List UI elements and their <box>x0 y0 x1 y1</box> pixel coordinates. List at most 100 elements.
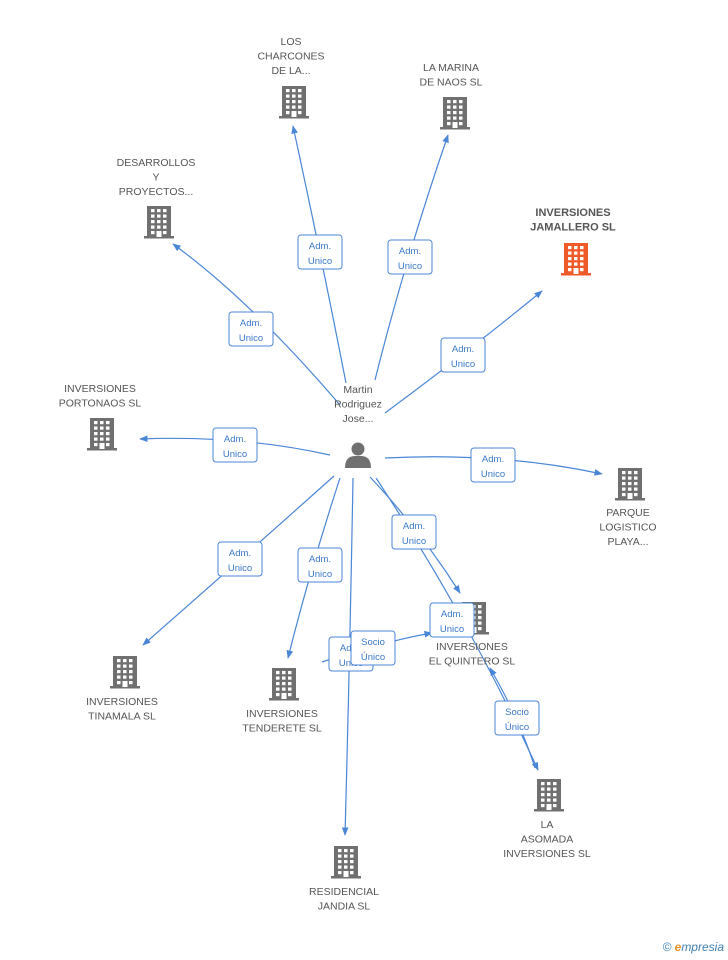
building-window <box>628 487 632 491</box>
building-window <box>634 471 638 475</box>
building-window <box>276 693 280 697</box>
building-window <box>129 681 133 685</box>
empresia-logo[interactable]: ©empresia <box>663 940 724 954</box>
building-icon[interactable] <box>534 779 564 812</box>
relation-badge-text: Adm. <box>399 246 421 257</box>
relation-badge[interactable]: Adm. Unico <box>440 337 486 373</box>
building-window <box>350 865 354 869</box>
building-door <box>573 268 579 274</box>
company-name: CHARCONES <box>257 51 324 63</box>
building-window <box>447 105 451 109</box>
relation-badge-text: Unico <box>398 261 422 272</box>
building-window <box>106 443 110 447</box>
logo-initial: e <box>674 940 682 954</box>
building-window <box>129 670 133 674</box>
relation-badge-box <box>217 541 263 577</box>
building-window <box>117 659 121 663</box>
building-window <box>459 111 463 115</box>
building-door <box>99 443 105 449</box>
company-name: ASOMADA <box>521 834 574 846</box>
relation-badge[interactable]: Adm.Unico <box>217 541 263 577</box>
relation-badge-text: Adm. <box>452 344 474 355</box>
building-window <box>288 693 292 697</box>
relation-badge[interactable]: Adm.Unico <box>429 602 475 638</box>
person-head <box>351 442 365 456</box>
building-window <box>286 89 290 93</box>
relation-badge[interactable]: Adm. Unico <box>387 239 433 275</box>
building-icon[interactable] <box>561 243 591 276</box>
company-name: DESARROLLOS <box>117 157 196 169</box>
relation-badge-text: Adm. <box>309 554 331 565</box>
company-name: INVERSIONES <box>64 383 136 395</box>
building-window <box>276 676 280 680</box>
building-window <box>453 105 457 109</box>
building-window <box>94 437 98 441</box>
building-window <box>447 100 451 104</box>
company-name: LOGISTICO <box>599 522 656 534</box>
building-icon[interactable] <box>615 468 645 501</box>
logo-text: mpresia <box>681 940 724 954</box>
company-name: JAMALLERO SL <box>530 222 616 234</box>
building-icon[interactable] <box>87 418 117 451</box>
relation-badge-box <box>494 700 540 736</box>
relation-badge[interactable]: Adm.Unico <box>228 311 274 347</box>
building-window <box>117 670 121 674</box>
building-window <box>157 225 161 229</box>
building-icon[interactable] <box>279 86 309 119</box>
relation-badge-box <box>429 602 475 638</box>
building-window <box>634 487 638 491</box>
building-window <box>292 89 296 93</box>
building-window <box>459 122 463 126</box>
building-window <box>151 220 155 224</box>
building-icon[interactable] <box>331 846 361 879</box>
building-window <box>123 664 127 668</box>
relation-badge[interactable]: Adm.Unico <box>391 514 437 550</box>
relation-badge[interactable]: Adm.Unico <box>470 447 516 483</box>
building-window <box>447 111 451 115</box>
building-window <box>117 675 121 679</box>
relation-badge-text: Adm. <box>240 318 262 329</box>
building-window <box>338 854 342 858</box>
relation-badge-text: Adm. <box>441 609 463 620</box>
building-icon[interactable] <box>110 656 140 689</box>
relation-badge[interactable]: Adm.Unico <box>297 547 343 583</box>
building-window <box>151 225 155 229</box>
building-base <box>110 686 140 689</box>
relation-badge-box <box>391 514 437 550</box>
relation-badge-box <box>440 337 486 373</box>
building-window <box>553 798 557 802</box>
building-window <box>628 471 632 475</box>
building-icon[interactable] <box>269 668 299 701</box>
building-window <box>547 793 551 797</box>
building-window <box>298 89 302 93</box>
company-name: Y <box>152 172 159 184</box>
company-name: PLAYA... <box>607 536 648 548</box>
relation-badge-text: Adm. <box>224 434 246 445</box>
relation-badge[interactable]: Adm.Unico <box>212 427 258 463</box>
building-icon[interactable] <box>440 97 470 130</box>
building-window <box>541 793 545 797</box>
building-window <box>547 798 551 802</box>
building-window <box>453 100 457 104</box>
building-base <box>615 498 645 501</box>
building-window <box>580 268 584 272</box>
relation-badge-text: Socio <box>361 637 385 648</box>
building-window <box>580 246 584 250</box>
company-name: EL QUINTERO SL <box>429 656 516 668</box>
relation-badge[interactable]: Adm.Unico <box>297 234 343 270</box>
building-window <box>292 94 296 98</box>
copyright-symbol: © <box>662 940 672 954</box>
person-icon[interactable] <box>345 442 371 469</box>
building-door <box>281 693 287 699</box>
relation-badge-box <box>297 234 343 270</box>
building-window <box>117 664 121 668</box>
building-window <box>94 426 98 430</box>
company-name: INVERSIONES <box>436 641 508 653</box>
building-window <box>282 687 286 691</box>
company-name: TINAMALA SL <box>88 711 156 723</box>
relation-badge-text: Unico <box>451 359 475 370</box>
building-window <box>94 421 98 425</box>
building-icon[interactable] <box>144 206 174 239</box>
